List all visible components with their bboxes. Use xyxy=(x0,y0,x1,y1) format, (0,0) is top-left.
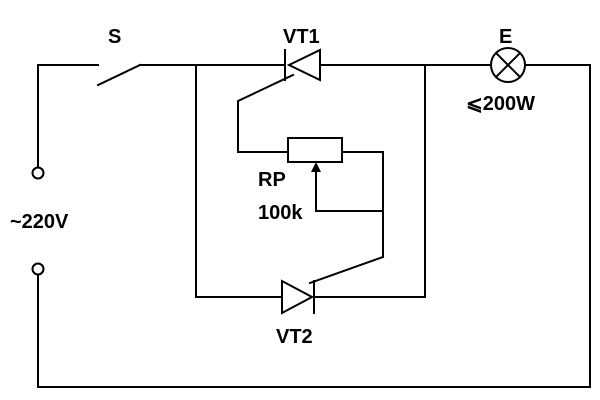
vt2-label: VT2 xyxy=(276,326,313,348)
potentiometer-value-label: 100k xyxy=(258,202,303,224)
wiper-lead xyxy=(315,165,384,212)
wire-pot-right xyxy=(341,151,384,258)
supply-label: ~220V xyxy=(10,211,69,233)
supply-terminal-bottom xyxy=(31,262,45,276)
lamp-rating-label: ⩽200W xyxy=(466,93,535,115)
vt1-triangle xyxy=(286,48,321,82)
potentiometer-body xyxy=(287,137,343,163)
vt2-triangle xyxy=(281,279,315,315)
switch-label: S xyxy=(108,26,121,48)
switch-blade xyxy=(96,63,142,87)
vt2-gate-lead xyxy=(308,255,385,285)
supply-terminal-top xyxy=(31,166,45,180)
wire-bottom-return xyxy=(37,64,591,388)
lamp-label: E xyxy=(499,26,512,48)
vt1-gate-lead xyxy=(237,73,295,153)
lamp-cross-b xyxy=(494,51,522,79)
wire-top-terminal-to-switch xyxy=(37,64,99,168)
vt1-label: VT1 xyxy=(283,26,320,48)
potentiometer-label: RP xyxy=(258,169,286,191)
wiper-arrowhead xyxy=(311,162,321,172)
